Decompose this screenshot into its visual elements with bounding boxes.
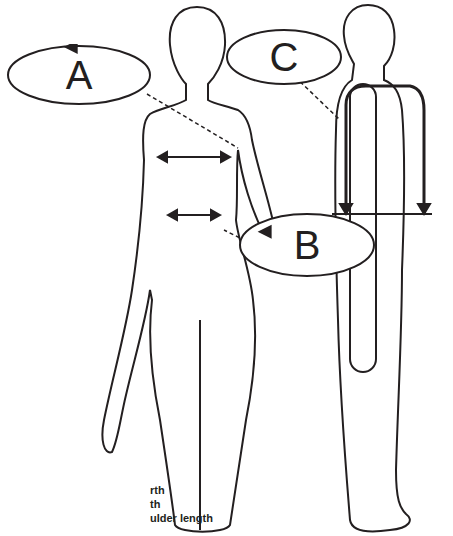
legend-text: th: [150, 497, 160, 511]
shoulder-length-path: [346, 86, 424, 210]
bust-arrow: [158, 156, 230, 158]
measure-line: [332, 213, 432, 215]
legend-text: rth: [150, 483, 165, 497]
legend-text: ulder length: [150, 511, 213, 525]
measure-oval: A: [6, 44, 152, 106]
leg-line: [199, 320, 201, 530]
arrowheads: [168, 210, 220, 220]
measure-oval: B: [238, 212, 376, 278]
arrowheads: [158, 152, 230, 162]
measure-oval: C: [225, 28, 343, 86]
oval-letter: B: [294, 225, 321, 265]
leader-line: [147, 94, 238, 148]
arrowheads: [340, 204, 430, 214]
oval-letter: C: [270, 37, 299, 77]
oval-letter: A: [66, 55, 93, 95]
